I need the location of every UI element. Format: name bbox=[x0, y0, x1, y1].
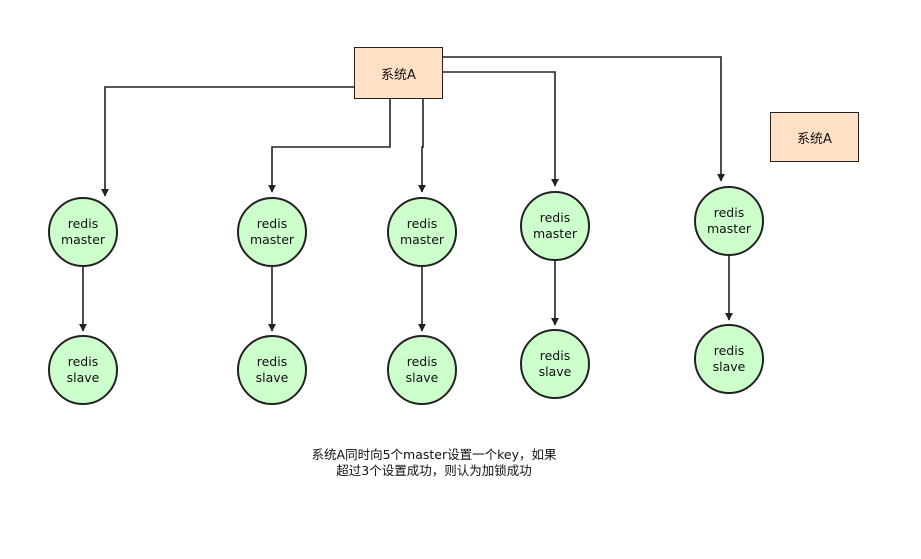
node-label-line2: slave bbox=[405, 370, 439, 385]
side-system-label: 系统A bbox=[797, 131, 832, 147]
node-label-line1: redis bbox=[539, 348, 571, 363]
node-label-line2: master bbox=[532, 226, 578, 241]
node-label-line2: slave bbox=[538, 364, 572, 379]
redis-master-node-4: redis master bbox=[520, 191, 590, 261]
node-label-line2: master bbox=[249, 232, 295, 247]
edge-system-to-master-1 bbox=[101, 86, 355, 197]
redis-master-node-1: redis master bbox=[48, 197, 118, 267]
node-label-line1: redis bbox=[406, 354, 438, 369]
node-label-line2: slave bbox=[712, 359, 746, 374]
node-label-line1: redis bbox=[256, 216, 288, 231]
edge-system-to-master-2 bbox=[268, 98, 391, 193]
redis-master-node-2: redis master bbox=[237, 197, 307, 267]
redis-slave-node-5: redis slave bbox=[694, 324, 764, 394]
caption-line-2: 超过3个设置成功，则认为加锁成功 bbox=[336, 463, 532, 478]
diagram-caption: 系统A同时向5个master设置一个key，如果 超过3个设置成功，则认为加锁成… bbox=[284, 447, 584, 479]
node-label-line1: redis bbox=[713, 205, 745, 220]
node-label-line2: master bbox=[706, 221, 752, 236]
edge-system-to-master-3 bbox=[418, 98, 426, 193]
redis-slave-node-3: redis slave bbox=[387, 335, 457, 405]
redis-slave-node-1: redis slave bbox=[48, 335, 118, 405]
source-system-box: 系统A bbox=[354, 47, 443, 99]
node-label-line1: redis bbox=[406, 216, 438, 231]
redis-slave-node-4: redis slave bbox=[520, 329, 590, 399]
node-label-line1: redis bbox=[256, 354, 288, 369]
node-label-line2: slave bbox=[255, 370, 289, 385]
edge-system-to-master-5 bbox=[442, 56, 725, 182]
node-label-line1: redis bbox=[67, 354, 99, 369]
node-label-line1: redis bbox=[539, 210, 571, 225]
node-label-line2: slave bbox=[66, 370, 100, 385]
redis-master-node-3: redis master bbox=[387, 197, 457, 267]
edge-system-to-master-4 bbox=[442, 71, 559, 187]
node-label-line2: master bbox=[399, 232, 445, 247]
redis-slave-node-2: redis slave bbox=[237, 335, 307, 405]
source-system-label: 系统A bbox=[381, 67, 416, 83]
node-label-line2: master bbox=[60, 232, 106, 247]
node-label-line1: redis bbox=[67, 216, 99, 231]
redis-master-node-5: redis master bbox=[694, 186, 764, 256]
caption-line-1: 系统A同时向5个master设置一个key，如果 bbox=[311, 447, 557, 462]
side-system-box: 系统A bbox=[770, 112, 859, 162]
node-label-line1: redis bbox=[713, 343, 745, 358]
